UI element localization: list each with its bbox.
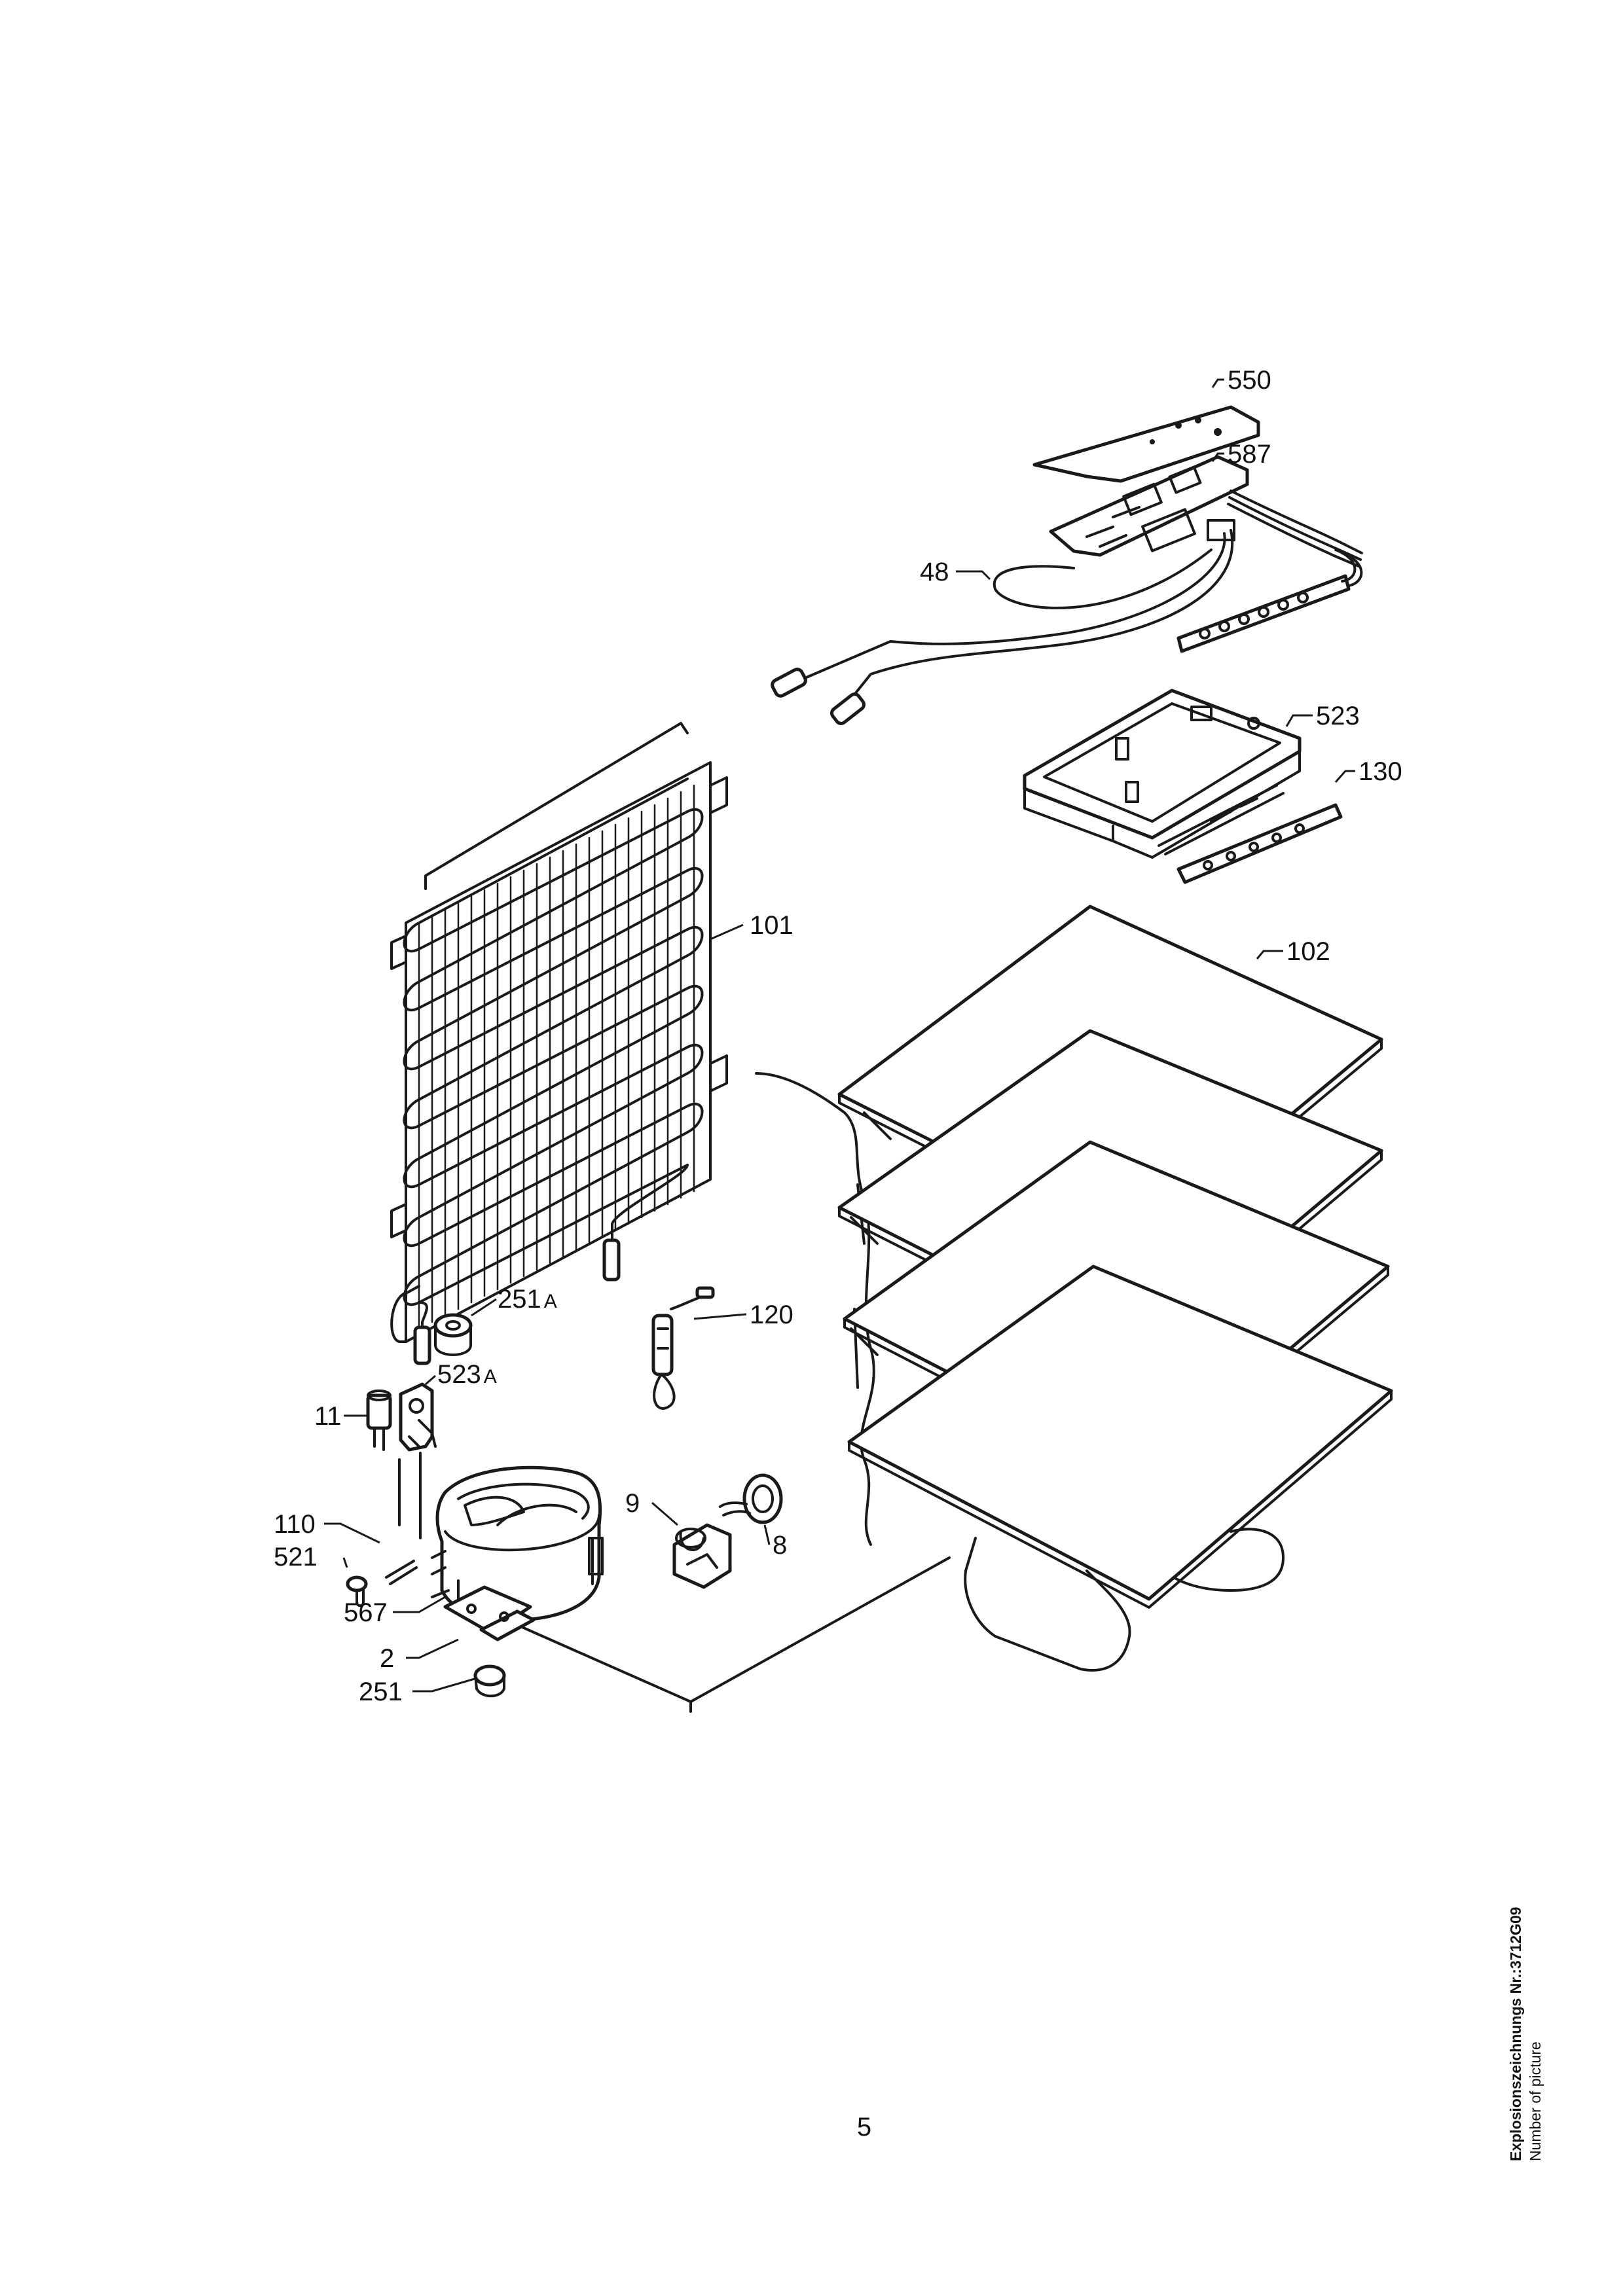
label-130: 130 xyxy=(1359,757,1402,786)
label-120: 120 xyxy=(750,1300,793,1329)
part-120-sensor xyxy=(651,1286,715,1410)
part-8-overload-protector xyxy=(719,1473,783,1524)
label-9: 9 xyxy=(625,1489,640,1518)
label-11: 11 xyxy=(314,1402,342,1431)
part-2-compressor xyxy=(398,1452,604,1641)
label-2: 2 xyxy=(380,1644,394,1673)
label-523: 523 xyxy=(1316,702,1360,730)
part-101-condenser xyxy=(390,722,728,1365)
part-11-relay xyxy=(366,1390,392,1451)
part-110-521-pins xyxy=(346,1560,418,1607)
label-521: 521 xyxy=(274,1543,318,1571)
label-8: 8 xyxy=(773,1531,787,1560)
label-251: 251 xyxy=(359,1677,403,1706)
label-102: 102 xyxy=(1286,937,1330,966)
part-550-circuit-board xyxy=(1032,405,1260,483)
part-523a-bracket xyxy=(399,1382,437,1452)
part-48-sensor-cables xyxy=(771,529,1233,725)
drawing-number-subtitle: Number of picture xyxy=(1527,2041,1544,2161)
label-587: 587 xyxy=(1228,440,1271,469)
part-251-rubber-foot xyxy=(473,1664,506,1698)
drawing-number: Explosionszeichnungs Nr.:3712G09 xyxy=(1507,1907,1524,2161)
label-110: 110 xyxy=(274,1510,316,1539)
label-567: 567 xyxy=(344,1598,388,1627)
label-101: 101 xyxy=(750,911,793,940)
part-130-control-strip xyxy=(1176,803,1343,884)
part-102-shelves xyxy=(755,905,1393,1672)
part-251a-grommet xyxy=(433,1313,473,1356)
leader-lines xyxy=(324,378,1355,1693)
label-48: 48 xyxy=(920,558,949,586)
part-9-start-relay xyxy=(672,1523,732,1589)
part-523-control-housing xyxy=(1023,689,1302,859)
drawing-caption: Explosionszeichnungs Nr.:3712G09 Number … xyxy=(1506,1907,1545,2161)
page-number: 5 xyxy=(856,2113,872,2142)
part-587-control-board xyxy=(1049,455,1363,567)
cabinet-base-outline xyxy=(519,1556,951,1713)
label-550: 550 xyxy=(1228,366,1271,395)
control-panel-strip xyxy=(1176,548,1363,653)
